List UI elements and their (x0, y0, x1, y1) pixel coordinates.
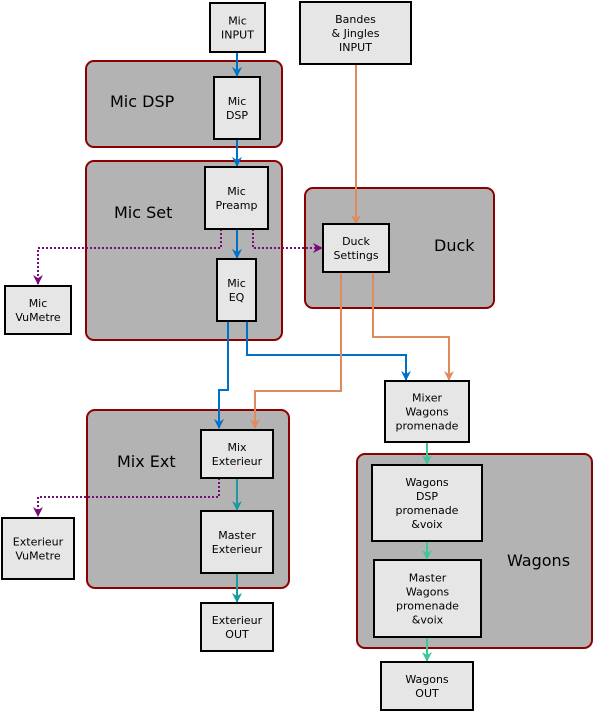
edge-mic-preamp-to-duck-settings (252, 229, 323, 253)
node-label-line: promenade (396, 420, 459, 433)
edge-mic-eq-to-mixer-wagons (246, 321, 411, 381)
node-box (4, 285, 72, 335)
node-label-line: DSP (416, 490, 438, 503)
node-label-line: Mic (228, 95, 247, 108)
node-label-line: DSP (226, 109, 248, 122)
node-label-line: Wagons (406, 586, 450, 599)
edge-duck-settings-to-mix-exterieur (250, 272, 342, 429)
edge-duck-settings-to-mixer-wagons (372, 272, 454, 381)
node-label-line: Wagons (405, 476, 449, 489)
node-label-line: Duck (342, 235, 370, 248)
node-label-line: INPUT (221, 29, 254, 42)
group-mic-set-label: Mic Set (114, 203, 172, 222)
node-label-line: OUT (225, 628, 249, 641)
node-box (216, 258, 257, 322)
node-box (380, 661, 474, 711)
node-label-line: EQ (229, 291, 245, 304)
edge-mic-eq-to-mix-exterieur (214, 321, 229, 429)
node-box (200, 429, 274, 479)
node-label-line: & Jingles (332, 27, 380, 40)
node-box (200, 510, 274, 574)
edge-mic-preamp-to-mic-vumetre (33, 229, 222, 285)
node-label-line: Bandes (335, 13, 376, 26)
node-label-line: promenade (396, 600, 459, 613)
node-label-line: VuMetre (15, 550, 61, 563)
node-box (209, 2, 266, 53)
node-label-line: Mic (228, 15, 247, 28)
node-label-line: Wagons (405, 406, 449, 419)
node-label-line: Exterieur (13, 536, 64, 549)
node-label-line: Settings (333, 249, 378, 262)
node-label-line: Mic (227, 185, 246, 198)
node-label-line: OUT (415, 687, 439, 700)
node-label-line: promenade (396, 504, 459, 517)
node-label-line: VuMetre (15, 311, 61, 324)
group-mix-ext-label: Mix Ext (117, 452, 176, 471)
node-label-line: Master (409, 572, 447, 585)
node-box (204, 166, 269, 230)
node-label-line: Master (218, 529, 256, 542)
node-label-line: &voix (412, 614, 444, 627)
group-mic-dsp-label: Mic DSP (110, 92, 175, 111)
node-box (373, 559, 482, 638)
node-box (200, 602, 274, 652)
node-box (213, 76, 261, 140)
node-label-line: Exterieur (212, 455, 263, 468)
node-box (1, 517, 75, 580)
node-label-line: Wagons (405, 673, 449, 686)
node-box (299, 1, 412, 65)
group-duck-label: Duck (434, 236, 475, 255)
node-label-line: Mic (227, 277, 246, 290)
node-label-line: Exterieur (212, 543, 263, 556)
group-wagons-label: Wagons (507, 551, 570, 570)
node-label-line: Preamp (216, 199, 258, 212)
node-box (322, 223, 390, 273)
node-label-line: INPUT (339, 41, 372, 54)
node-label-line: Exterieur (212, 614, 263, 627)
node-label-line: Mic (29, 297, 48, 310)
node-label-line: &voix (411, 518, 443, 531)
node-box (384, 380, 470, 443)
node-box (371, 464, 483, 542)
node-label-line: Mixer (412, 392, 442, 405)
node-label-line: Mix (227, 441, 247, 454)
edge-mix-exterieur-to-exterieur-vumetre (33, 478, 220, 517)
